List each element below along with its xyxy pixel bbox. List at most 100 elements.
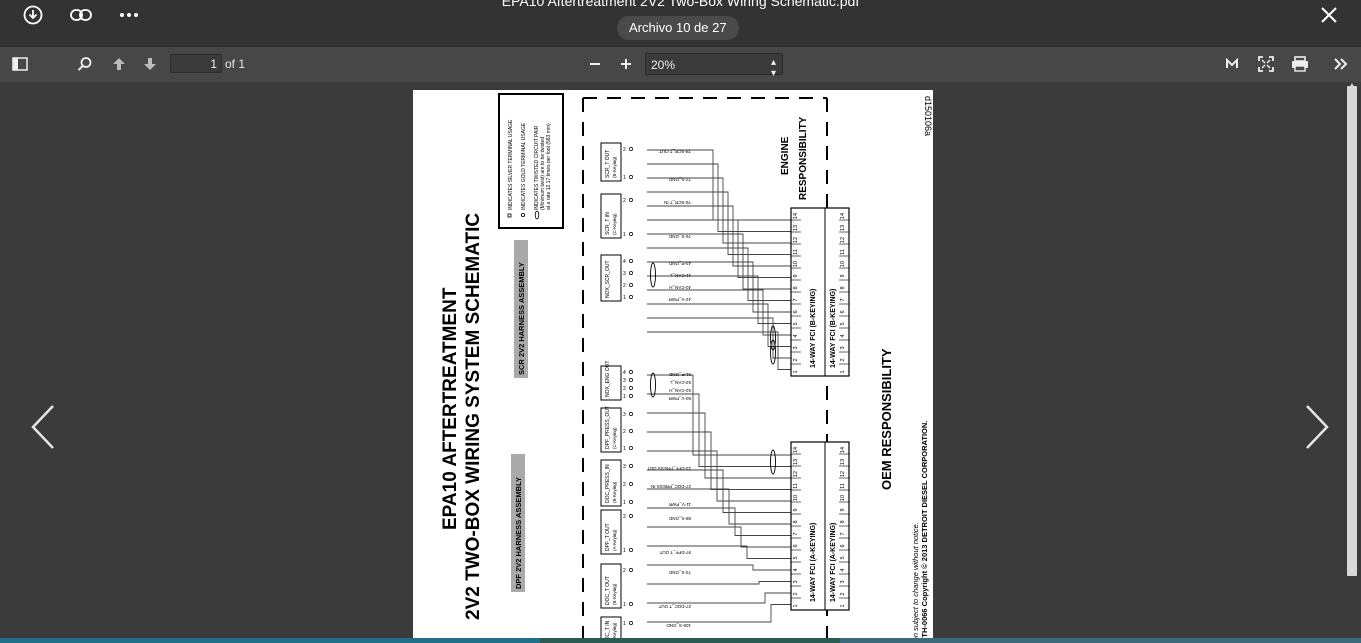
connector-pin-number: 7	[793, 298, 799, 301]
pin-number: 2	[623, 429, 626, 435]
connector-pin-number: 8	[840, 286, 846, 289]
legend-item-silver: INDICATES SILVER TERMINAL USAGE	[508, 119, 514, 210]
terminal-symbol	[629, 198, 633, 202]
terminal-symbol	[629, 370, 633, 374]
engine-responsibility-label2: RESPONSIBILITY	[798, 116, 809, 200]
fullscreen-icon[interactable]	[1254, 53, 1278, 75]
terminal-symbol	[629, 482, 633, 486]
page-number-input[interactable]	[170, 54, 222, 73]
pin-number: 3	[623, 464, 626, 470]
component-box	[600, 459, 622, 507]
change-notice: ion subject to change without notice.	[911, 522, 920, 643]
connector-pin-number: 11	[793, 249, 799, 255]
wire	[647, 247, 791, 301]
component-box	[600, 407, 622, 453]
connector-pin-number: 1	[793, 370, 799, 373]
wire-label: 27-DOC_PRESS IN	[651, 484, 691, 489]
legend-item-twisted: INDICATES TWISTED CIRCUIT PAIR	[534, 125, 540, 210]
wire	[647, 233, 791, 290]
connector-pin-number: 6	[793, 544, 799, 547]
wire-label: 97-DPF_T OUT	[659, 550, 691, 555]
connector-pin-number: 12	[840, 471, 846, 477]
zoom-in-icon[interactable]	[614, 53, 638, 75]
connector-pin-number: 13	[840, 459, 846, 465]
wire-label: 75-SCR_T IN	[664, 200, 691, 205]
connector-pin-number: 1	[793, 604, 799, 607]
connector-pin-number: 4	[840, 568, 846, 571]
component-keying: (A-Keying)	[612, 529, 617, 551]
component-box	[600, 254, 622, 302]
wire	[647, 450, 791, 502]
connector-pin-number: 9	[793, 274, 799, 277]
wire-label: 50-V_PWR	[668, 396, 691, 401]
wire-label: 73-S_GND	[668, 570, 691, 575]
terminal-symbol	[629, 147, 633, 151]
more-icon[interactable]	[118, 4, 140, 26]
scroll-up-icon[interactable]: ▲	[1347, 82, 1357, 90]
component-name: SCR_T OUT	[605, 150, 611, 178]
oem-responsibility-label: OEM RESPONSIBILITY	[879, 348, 894, 490]
twisted-pair-marker	[650, 262, 656, 288]
pin-number: 1	[623, 548, 626, 554]
connector-pin-number: 1	[840, 370, 846, 373]
wire	[647, 163, 791, 232]
connector-pin-number: 8	[840, 520, 846, 523]
component-keying: (C-Keying)	[612, 427, 617, 449]
presentation-icon[interactable]	[1220, 53, 1244, 75]
wire	[647, 261, 791, 313]
connector-pin-number: 3	[793, 346, 799, 349]
terminal-symbol	[629, 386, 633, 390]
pin-number: 1	[623, 602, 626, 608]
previous-page-icon[interactable]	[107, 53, 131, 75]
zoom-out-icon[interactable]	[583, 53, 607, 75]
terminal-symbol	[629, 412, 633, 416]
pin-number: 3	[623, 271, 626, 277]
connector-pin-number: 9	[840, 274, 846, 277]
zoom-select[interactable]: 20% ▴▾	[645, 53, 783, 79]
schematic-title-line2: 2V2 TWO-BOX WIRING SYSTEM SCHEMATIC	[463, 213, 484, 620]
scrollbar-thumb[interactable]	[1347, 86, 1357, 576]
connector-pin-number: 13	[793, 225, 799, 231]
pin-number: 1	[623, 295, 626, 301]
terminal-symbol	[629, 429, 633, 433]
search-icon[interactable]	[73, 53, 97, 75]
pin-number: 3	[623, 412, 626, 418]
wire	[647, 149, 791, 221]
wire-label: 98-S_GND	[668, 516, 691, 521]
connector-pin-number: 6	[840, 544, 846, 547]
wire-label: 105-S_GND	[666, 623, 691, 628]
wire	[647, 303, 791, 347]
wire	[647, 317, 791, 359]
wire	[647, 177, 791, 244]
connector-pin-number: 3	[840, 580, 846, 583]
legend-item-twist-note2: at a rate 12.17 times per foot (583 mm)	[546, 123, 552, 210]
connector-pin-number: 2	[840, 592, 846, 595]
component-keying: (A-Keying)	[612, 622, 617, 643]
component-name: NOX_SCR_OUT	[605, 260, 611, 298]
connector-label: 14-WAY FCI (A-KEYING)	[830, 523, 837, 602]
twisted-pair-marker	[650, 372, 656, 398]
terminal-symbol	[629, 271, 633, 275]
next-file-arrow-icon[interactable]	[1300, 400, 1334, 454]
previous-file-arrow-icon[interactable]	[26, 400, 60, 454]
document-code: d150106a	[923, 96, 933, 136]
connector-pin-number: 9	[840, 508, 846, 511]
connector-pin-number: 4	[793, 568, 799, 571]
tools-icon[interactable]	[1329, 53, 1353, 75]
next-page-icon[interactable]	[138, 53, 162, 75]
download-icon[interactable]	[22, 4, 44, 26]
wire-label: 52-CAN_H	[669, 388, 691, 393]
connector-pin-number: 10	[840, 495, 846, 501]
link-icon[interactable]	[70, 4, 92, 26]
connector-pin-number: 13	[840, 225, 846, 231]
connector-pin-number: 5	[793, 556, 799, 559]
pin-number: 1	[623, 394, 626, 400]
print-icon[interactable]	[1288, 53, 1312, 75]
sidebar-icon[interactable]	[8, 53, 32, 75]
legend-item-twist-note1: (Minimum twist) are to be twisted	[540, 137, 546, 210]
component-name: DPF_T OUT	[605, 523, 611, 551]
pdf-page: d150106a EPA10 AFTERTREATMENT 2V2 TWO-BO…	[413, 90, 933, 643]
pdf-viewer-area[interactable]: d150106a EPA10 AFTERTREATMENT 2V2 TWO-BO…	[0, 82, 1361, 643]
close-icon[interactable]	[1318, 4, 1340, 26]
twisted-pair-marker	[770, 339, 776, 365]
